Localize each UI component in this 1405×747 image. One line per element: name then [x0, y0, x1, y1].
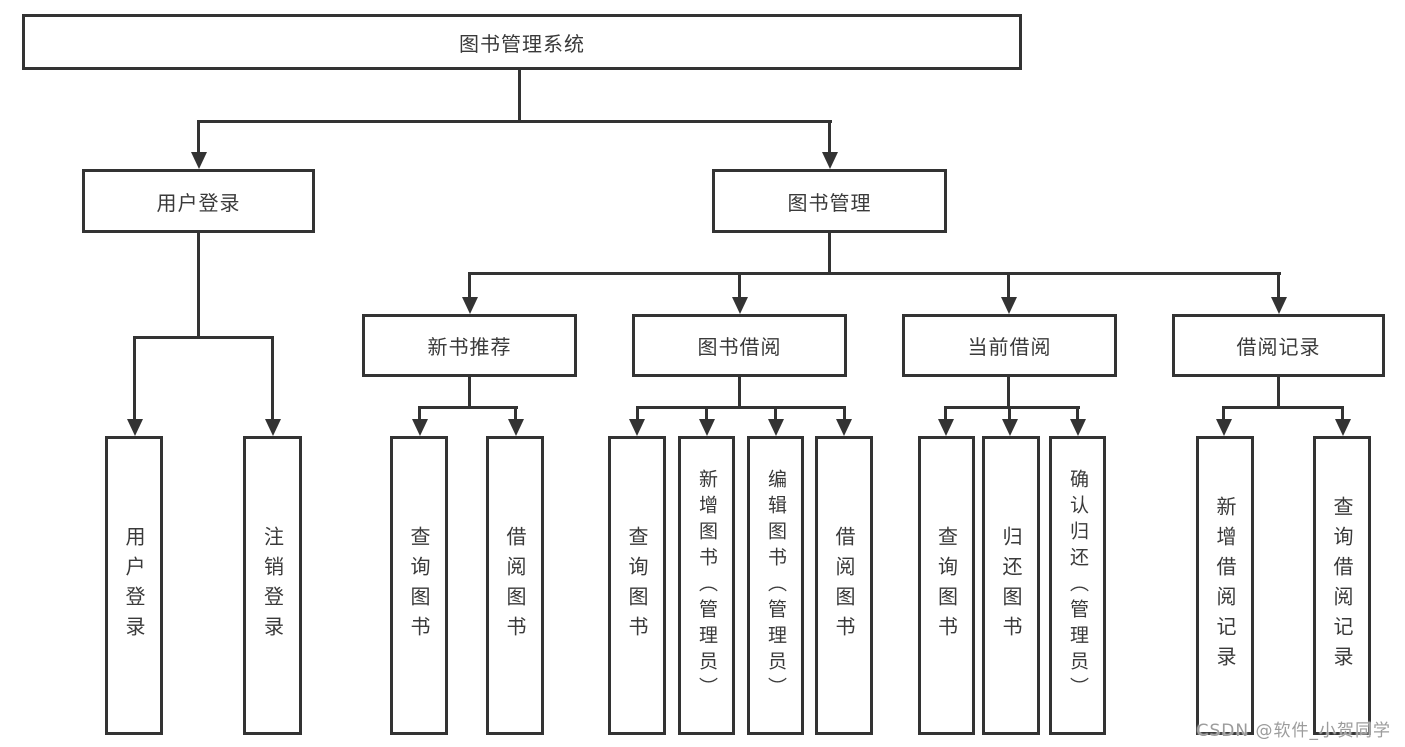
leaf-borrow-books-borrowing-label: 借阅图书 — [832, 525, 856, 646]
node-book-borrowing: 图书借阅 — [632, 314, 847, 377]
leaf-add-book-admin: 新增图书（管理员） — [678, 436, 735, 735]
leaf-return-books-label: 归还图书 — [999, 525, 1023, 646]
arrowhead-down-icon — [264, 419, 281, 436]
connector-line — [705, 406, 708, 424]
connector-line — [418, 406, 421, 424]
connector-line — [468, 272, 471, 302]
arrowhead-down-icon — [731, 297, 748, 314]
node-current-borrowing-label: 当前借阅 — [967, 335, 1052, 359]
leaf-query-books-recommend-label: 查询图书 — [407, 525, 431, 646]
leaf-borrow-books-recommend-label: 借阅图书 — [503, 525, 527, 646]
connector-line — [944, 406, 947, 424]
leaf-query-borrow-record: 查询借阅记录 — [1313, 436, 1371, 735]
arrowhead-down-icon — [629, 419, 645, 436]
arrowhead-down-icon — [507, 419, 524, 436]
node-borrow-records-label: 借阅记录 — [1236, 335, 1321, 359]
connector-line — [1008, 406, 1011, 424]
leaf-query-books-borrowing: 查询图书 — [608, 436, 666, 735]
node-book-management: 图书管理 — [712, 169, 947, 233]
arrowhead-down-icon — [937, 419, 954, 436]
connector-line — [133, 336, 136, 424]
connector-line — [418, 406, 518, 409]
connector-line — [1007, 377, 1010, 409]
arrowhead-down-icon — [1334, 419, 1351, 436]
connector-line — [1222, 406, 1225, 424]
leaf-add-borrow-record-label: 新增借阅记录 — [1213, 495, 1237, 676]
node-user-login-label: 用户登录 — [156, 190, 241, 215]
leaf-user-login-label: 用户登录 — [122, 525, 146, 646]
leaf-edit-book-admin: 编辑图书（管理员） — [747, 436, 804, 735]
arrowhead-down-icon — [1215, 419, 1232, 436]
leaf-query-books-current-label: 查询图书 — [934, 525, 959, 646]
node-book-management-label: 图书管理 — [787, 190, 872, 215]
connector-line — [197, 120, 832, 123]
connector-line — [828, 233, 831, 274]
leaf-edit-book-admin-label: 编辑图书（管理员） — [765, 468, 787, 703]
leaf-query-books-current: 查询图书 — [918, 436, 975, 735]
connector-line — [1007, 272, 1010, 302]
leaf-borrow-books-borrowing: 借阅图书 — [815, 436, 873, 735]
leaf-query-books-borrowing-label: 查询图书 — [625, 525, 649, 646]
connector-line — [738, 272, 741, 302]
connector-line — [468, 272, 1281, 275]
arrowhead-down-icon — [126, 419, 143, 436]
connector-line — [828, 120, 831, 157]
leaf-logout-label: 注销登录 — [260, 525, 285, 646]
arrowhead-down-icon — [698, 419, 715, 436]
leaf-return-books: 归还图书 — [982, 436, 1040, 735]
connector-line — [636, 406, 846, 409]
connector-line — [514, 406, 517, 424]
arrowhead-down-icon — [411, 419, 428, 436]
node-user-login: 用户登录 — [82, 169, 315, 233]
connector-line — [133, 336, 274, 339]
arrowhead-down-icon — [767, 419, 784, 436]
leaf-logout: 注销登录 — [243, 436, 302, 735]
leaf-user-login: 用户登录 — [105, 436, 163, 735]
connector-line — [1277, 272, 1280, 302]
connector-line — [1222, 406, 1344, 409]
arrowhead-down-icon — [461, 297, 478, 314]
leaf-add-borrow-record: 新增借阅记录 — [1196, 436, 1254, 735]
leaf-query-borrow-record-label: 查询借阅记录 — [1330, 495, 1354, 676]
arrowhead-down-icon — [1069, 419, 1086, 436]
connector-line — [197, 120, 200, 157]
connector-line — [1277, 377, 1280, 409]
node-borrow-records: 借阅记录 — [1172, 314, 1385, 377]
node-current-borrowing: 当前借阅 — [902, 314, 1117, 377]
connector-line — [774, 406, 777, 424]
connector-line — [518, 70, 521, 123]
node-library-system: 图书管理系统 — [22, 14, 1022, 70]
arrowhead-down-icon — [1000, 297, 1017, 314]
node-book-borrowing-label: 图书借阅 — [697, 335, 782, 359]
arrowhead-down-icon — [836, 419, 852, 436]
connector-line — [842, 406, 846, 424]
connector-line — [271, 336, 274, 424]
leaf-add-book-admin-label: 新增图书（管理员） — [696, 468, 718, 703]
connector-line — [738, 377, 741, 409]
arrowhead-down-icon — [821, 152, 838, 169]
connector-line — [1076, 406, 1079, 424]
arrowhead-down-icon — [190, 152, 207, 169]
leaf-confirm-return-admin-label: 确认归还（管理员） — [1067, 468, 1089, 703]
leaf-confirm-return-admin: 确认归还（管理员） — [1049, 436, 1106, 735]
leaf-query-books-recommend: 查询图书 — [390, 436, 448, 735]
connector-line — [468, 377, 471, 409]
node-new-book-recommend-label: 新书推荐 — [427, 335, 512, 359]
watermark: CSDN @软件_小贺同学 — [1196, 721, 1391, 741]
node-new-book-recommend: 新书推荐 — [362, 314, 577, 377]
node-library-system-label: 图书管理系统 — [459, 31, 585, 56]
leaf-borrow-books-recommend: 借阅图书 — [486, 436, 544, 735]
arrowhead-down-icon — [1270, 297, 1287, 314]
connector-line — [944, 406, 1080, 409]
connector-line — [197, 233, 200, 338]
connector-line — [1341, 406, 1344, 424]
arrowhead-down-icon — [1001, 419, 1018, 436]
connector-line — [635, 406, 639, 424]
